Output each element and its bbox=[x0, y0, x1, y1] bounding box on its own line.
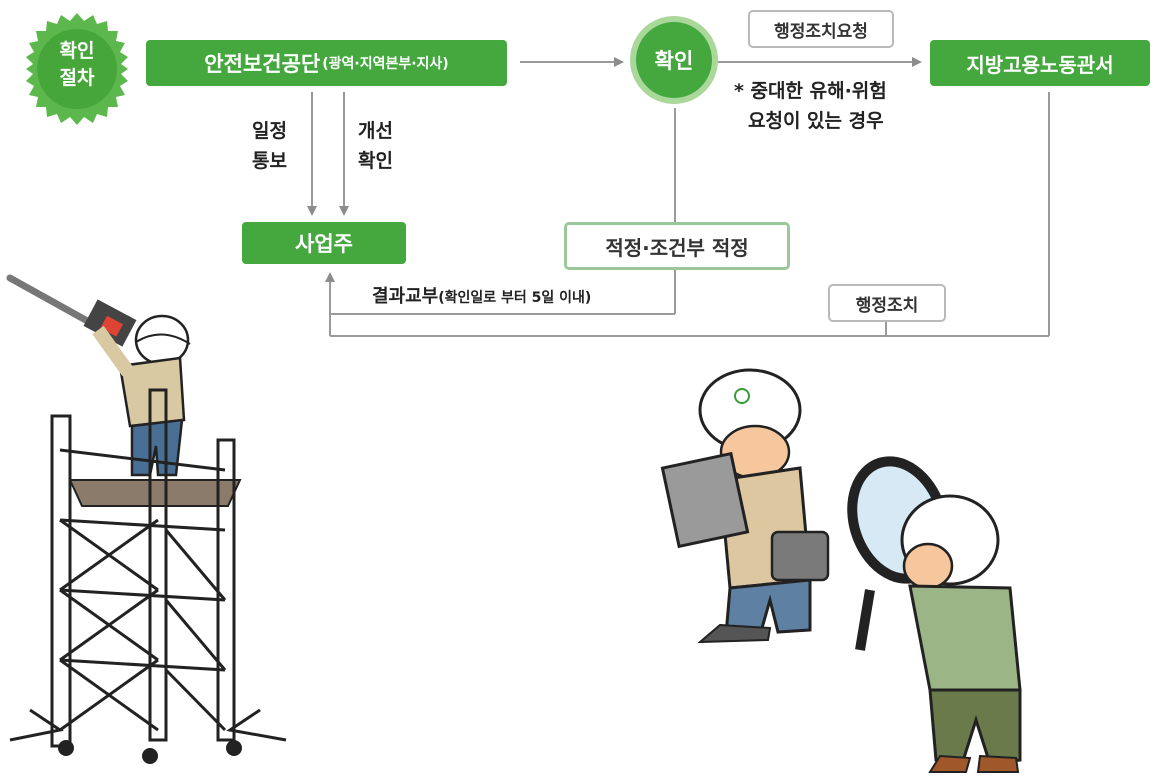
badge-line-1: 확인 bbox=[59, 40, 95, 62]
procedure-badge bbox=[26, 13, 128, 125]
result-label: 결과교부(확인일로 부터 5일 이내) bbox=[372, 282, 591, 308]
node-admin-action: 행정조치 bbox=[828, 284, 946, 322]
schedule-label-line-1: 일정 bbox=[252, 120, 287, 142]
badge-line-2: 절차 bbox=[59, 67, 95, 89]
node-employer: 사업주 bbox=[242, 222, 406, 264]
agency-main-label: 안전보건공단 bbox=[204, 52, 321, 76]
hazard-note-line-1: * 중대한 유해·위험 bbox=[734, 80, 887, 102]
agency-sub-label: (광역·지역본부·지사) bbox=[322, 56, 449, 72]
node-confirm: 확인 bbox=[630, 16, 718, 104]
confirm-label: 확인 bbox=[636, 22, 712, 98]
node-safety-agency: 안전보건공단 (광역·지역본부·지사) bbox=[146, 40, 507, 86]
result-main-label: 결과교부 bbox=[372, 286, 439, 307]
node-adequate: 적정·조건부 적정 bbox=[564, 222, 790, 270]
improve-label-line-2: 확인 bbox=[358, 150, 393, 172]
hazard-note-line-2: 요청이 있는 경우 bbox=[748, 110, 884, 132]
inspectors-illustration bbox=[660, 368, 1022, 773]
improve-label-line-1: 개선 bbox=[358, 120, 393, 142]
badge-label: 확인 절차 bbox=[20, 38, 134, 92]
result-sub-label: (확인일로 부터 5일 이내) bbox=[438, 290, 592, 306]
scaffold-worker-illustration bbox=[6, 274, 287, 764]
schedule-label-line-2: 통보 bbox=[252, 150, 287, 172]
node-labor-office: 지방고용노동관서 bbox=[930, 40, 1150, 86]
node-admin-request: 행정조치요청 bbox=[748, 10, 894, 48]
